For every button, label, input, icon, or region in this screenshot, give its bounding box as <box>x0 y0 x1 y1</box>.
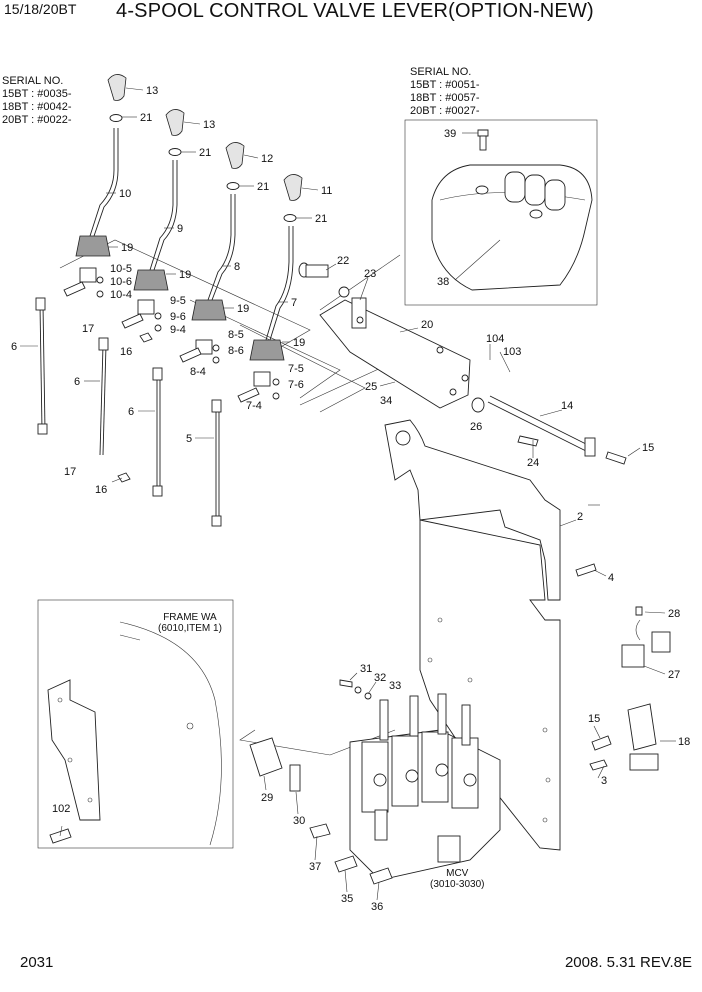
callout-34: 34 <box>380 395 392 407</box>
callout-7-4: 7-4 <box>246 400 262 412</box>
callout-14: 14 <box>561 400 573 412</box>
callout-32: 32 <box>374 672 386 684</box>
callout-15: 15 <box>588 713 600 725</box>
callout-25: 25 <box>365 381 377 393</box>
callout-10-4: 10-4 <box>110 289 132 301</box>
callout-3: 3 <box>601 775 607 787</box>
callout-19: 19 <box>237 303 249 315</box>
callout-5: 5 <box>186 433 192 445</box>
callout-9-6: 9-6 <box>170 311 186 323</box>
serial-box-right <box>404 119 598 306</box>
callout-6: 6 <box>11 341 17 353</box>
callout-22: 22 <box>337 255 349 267</box>
callout-35: 35 <box>341 893 353 905</box>
page-title: 4-SPOOL CONTROL VALVE LEVER(OPTION-NEW) <box>116 0 594 22</box>
lever-rods <box>89 128 294 341</box>
callout-11: 11 <box>321 185 332 197</box>
callout-19: 19 <box>293 337 305 349</box>
lever-bracket <box>298 262 471 409</box>
frame-detail <box>47 621 222 846</box>
callout-12: 12 <box>261 153 273 165</box>
callout-103: 103 <box>503 346 521 358</box>
callout-27: 27 <box>668 669 680 681</box>
callout-17: 17 <box>82 323 94 335</box>
callout-2: 2 <box>577 511 583 523</box>
callout-38: 38 <box>437 276 449 288</box>
callout-17: 17 <box>64 466 76 478</box>
lever-bases <box>63 267 280 403</box>
callout-9: 9 <box>177 223 183 235</box>
callout-16: 16 <box>95 484 107 496</box>
callout-10-6: 10-6 <box>110 276 132 288</box>
callout-8-5: 8-5 <box>228 329 244 341</box>
callout-7-5: 7-5 <box>288 363 304 375</box>
callout-7-6: 7-6 <box>288 379 304 391</box>
callout-29: 29 <box>261 792 273 804</box>
serial-range-left: SERIAL NO. 15BT : #0035- 18BT : #0042- 2… <box>2 75 72 126</box>
callout-16: 16 <box>120 346 132 358</box>
lever-knobs <box>107 74 303 222</box>
callout-21: 21 <box>199 147 211 159</box>
callout-8-6: 8-6 <box>228 345 244 357</box>
callout-8-4: 8-4 <box>190 366 206 378</box>
callout-8: 8 <box>234 261 240 273</box>
callout-19: 19 <box>121 242 133 254</box>
callout-24: 24 <box>527 457 539 469</box>
callout-7: 7 <box>291 297 297 309</box>
callout-37: 37 <box>309 861 321 873</box>
callout-30: 30 <box>293 815 305 827</box>
top-cover <box>431 129 593 291</box>
callout-6: 6 <box>74 376 80 388</box>
callout-4: 4 <box>608 572 614 584</box>
callout-10-5: 10-5 <box>110 263 132 275</box>
page-number: 2031 <box>20 954 54 971</box>
switch-and-bracket <box>589 606 671 771</box>
callout-102: 102 <box>52 803 70 815</box>
callout-23: 23 <box>364 268 376 280</box>
callout-33: 33 <box>389 680 401 692</box>
callout-19: 19 <box>179 269 191 281</box>
revision-date: 2008. 5.31 REV.8E <box>564 954 692 971</box>
frame-box <box>37 599 234 849</box>
callout-numbers: 13 21 13 21 12 21 11 21 10 9 8 7 19 19 1… <box>11 85 690 913</box>
callout-39: 39 <box>444 128 456 140</box>
linkage-rods <box>35 297 222 527</box>
callout-6: 6 <box>128 406 134 418</box>
pivot-shaft <box>471 395 627 465</box>
callout-21: 21 <box>315 213 327 225</box>
callout-21: 21 <box>140 112 152 124</box>
lever-boots <box>75 235 285 361</box>
callout-20: 20 <box>421 319 433 331</box>
callout-28: 28 <box>668 608 680 620</box>
control-valve <box>349 693 501 881</box>
frame-reference-label: FRAME WA (6010,ITEM 1) <box>158 612 222 634</box>
callout-36: 36 <box>371 901 383 913</box>
mcv-reference-label: MCV (3010-3030) <box>430 868 485 890</box>
callout-21: 21 <box>257 181 269 193</box>
small-fittings <box>249 679 393 885</box>
callout-13: 13 <box>146 85 158 97</box>
callout-104: 104 <box>486 333 504 345</box>
callout-9-4: 9-4 <box>170 324 186 336</box>
callout-13: 13 <box>203 119 215 131</box>
callout-9-5: 9-5 <box>170 295 186 307</box>
leader-lines <box>20 87 676 901</box>
serial-range-right: SERIAL NO. 15BT : #0051- 18BT : #0057- 2… <box>410 66 480 117</box>
callout-31: 31 <box>360 663 372 675</box>
callout-26: 26 <box>470 421 482 433</box>
callout-15: 15 <box>642 442 654 454</box>
callout-18: 18 <box>678 736 690 748</box>
model-code: 15/18/20BT <box>4 1 77 17</box>
callout-10: 10 <box>119 188 131 200</box>
mounting-plate <box>384 419 597 851</box>
